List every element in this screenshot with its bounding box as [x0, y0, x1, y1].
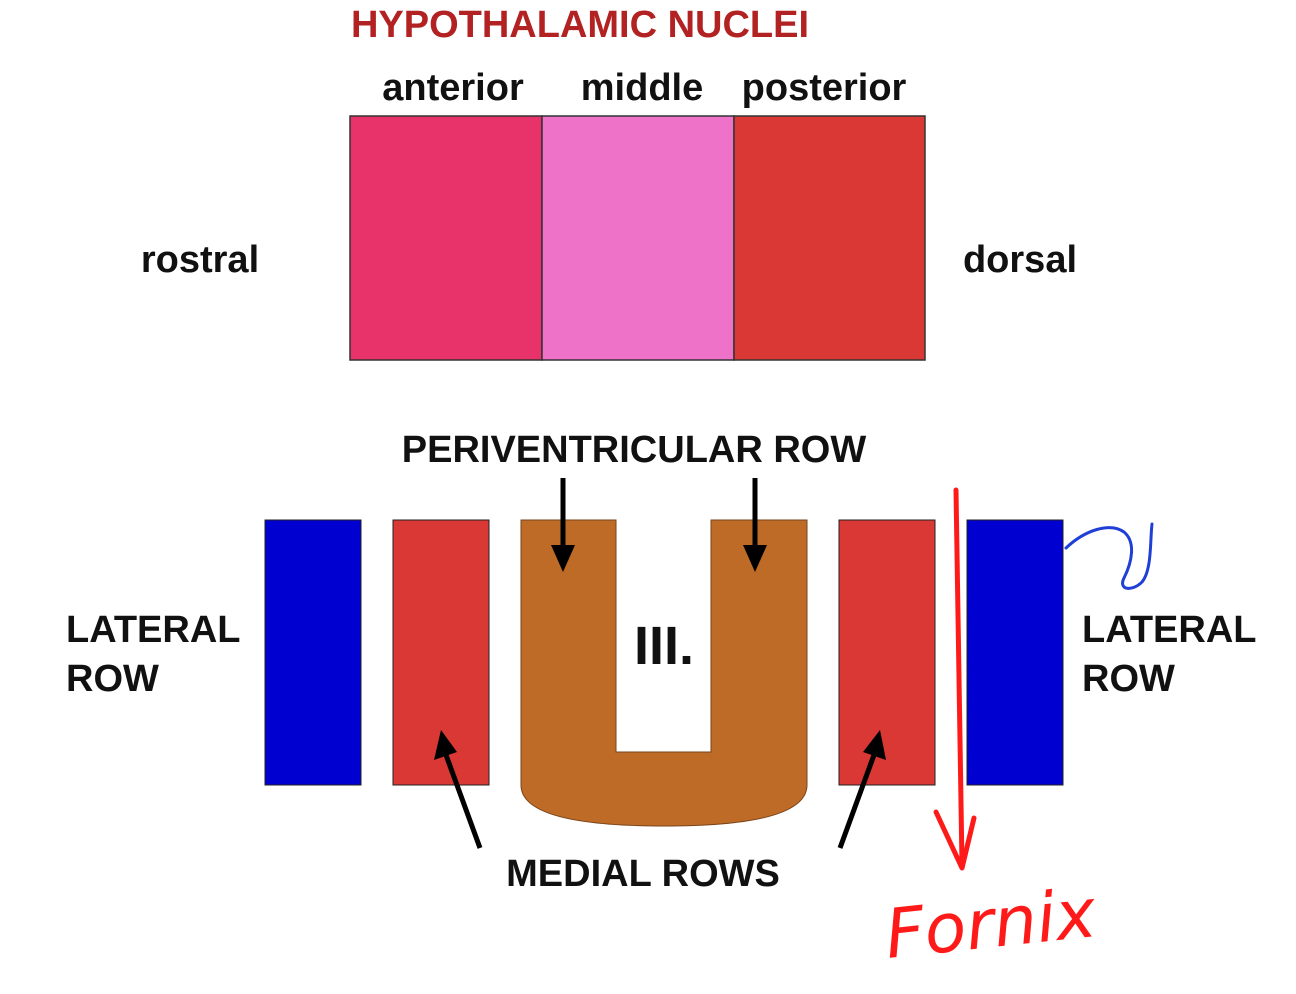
- anterior-block: [349, 115, 543, 361]
- label-rostral: rostral: [141, 239, 259, 281]
- label-lateral-row-right-line2: ROW: [1082, 658, 1175, 700]
- blue-curl-annotation: [1064, 522, 1154, 590]
- label-lateral-row-left-line2: ROW: [66, 658, 159, 700]
- fornix-annotation-arrow: [933, 487, 977, 871]
- label-third-ventricle: III.: [634, 616, 694, 676]
- label-lateral-row-right-line1: LATERAL: [1082, 609, 1257, 651]
- lateral-row-left: [264, 519, 362, 786]
- arrow-medial-left: [434, 730, 483, 849]
- medial-row-right: [838, 519, 936, 786]
- label-lateral-row-left-line1: LATERAL: [66, 609, 241, 651]
- diagram-title: HYPOTHALAMIC NUCLEI: [351, 4, 809, 46]
- arrow-periventricular-right: [743, 478, 767, 572]
- label-periventricular-row: PERIVENTRICULAR ROW: [402, 429, 867, 471]
- middle-block: [541, 115, 735, 361]
- lateral-row-right: [966, 519, 1064, 786]
- arrow-medial-right: [837, 730, 886, 849]
- periventricular-u: [520, 519, 808, 827]
- label-posterior: posterior: [742, 67, 907, 109]
- label-dorsal: dorsal: [963, 239, 1077, 281]
- arrow-periventricular-left: [551, 478, 575, 572]
- label-anterior: anterior: [382, 67, 524, 109]
- posterior-block: [733, 115, 926, 361]
- handwritten-fornix-label: Fornix: [882, 874, 1101, 975]
- label-middle: middle: [581, 67, 703, 109]
- label-medial-rows: MEDIAL ROWS: [506, 853, 780, 895]
